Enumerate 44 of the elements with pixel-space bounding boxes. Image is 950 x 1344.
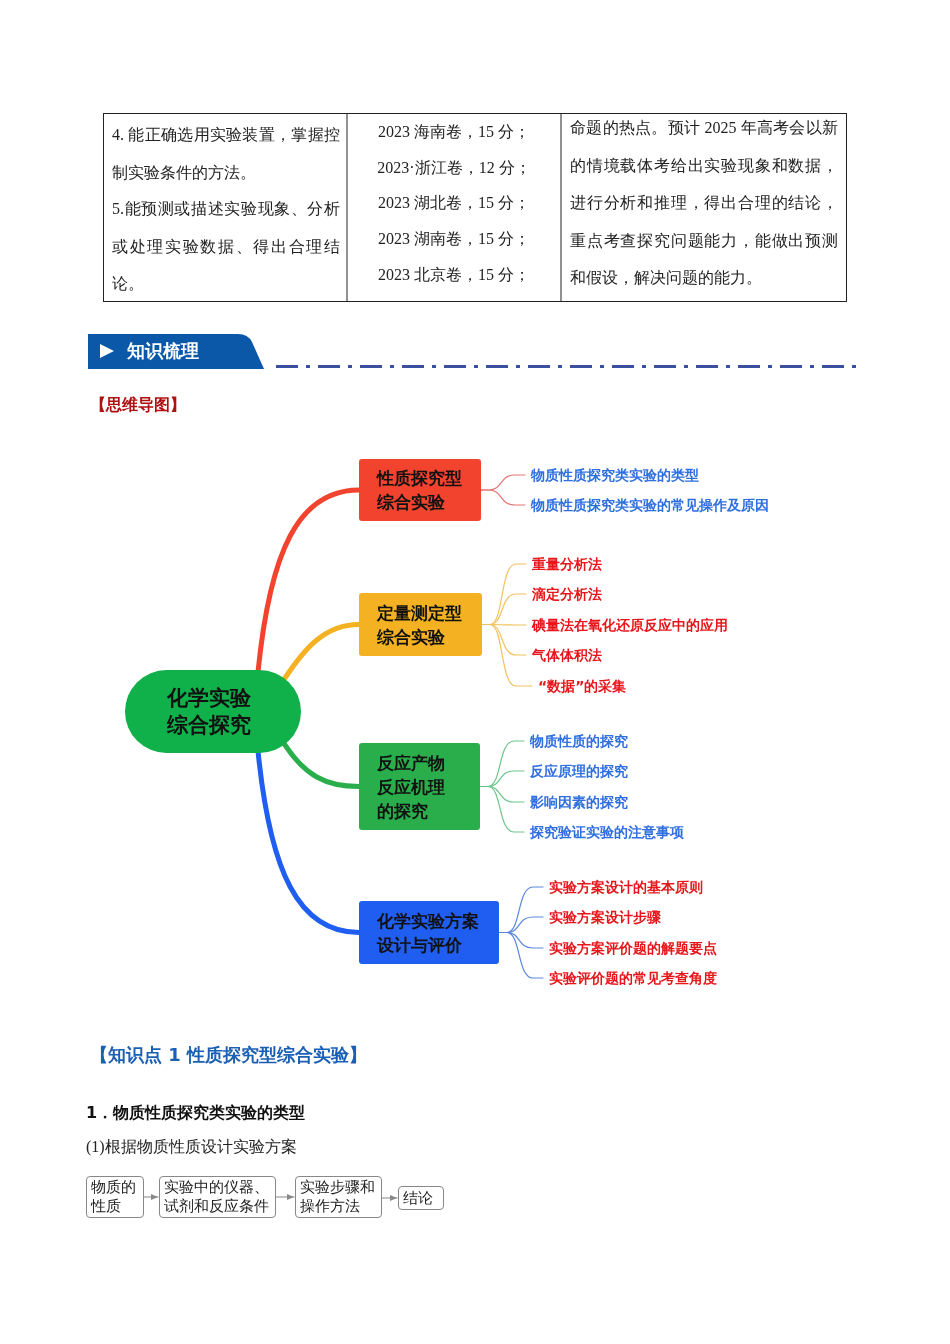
paragraph-text: (1)根据物质性质设计实验方案 (86, 1137, 297, 1158)
branch-box: 化学实验方案设计与评价 (359, 901, 499, 964)
table-cell-text: 2023 海南卷，15 分； (377, 122, 531, 142)
topic-text: 实验评价题的常见考查角度 (549, 968, 717, 988)
branch-box: 定量测定型综合实验 (359, 593, 482, 656)
arrow (275, 1194, 295, 1200)
topic-text: “数据”的采集 (538, 676, 627, 696)
connector (480, 489, 526, 506)
flow-box: 物质的性质 (86, 1176, 144, 1218)
table-cell-text: 命题的热点。预计 2025 年高考会以新的情境载体考给出实验现象和数据，进行分析和推理，得出合理的结论，重点考查探究问题能力，能做出预测和假设，解决问题的能力。 (570, 118, 838, 288)
topic-text: 物质性质探究类实验的常见操作及原因 (531, 495, 769, 515)
flow-box: 实验中的仪器、试剂和反应条件 (159, 1176, 276, 1218)
topic-text: 物质性质探究类实验的类型 (531, 465, 699, 485)
topic-text: 探究验证实验的注意事项 (530, 822, 684, 842)
flow-box: 结论 (398, 1186, 444, 1210)
topic-text: 重量分析法 (532, 554, 602, 574)
topic-text: 实验方案评价题的解题要点 (549, 938, 717, 958)
connector (479, 785, 525, 833)
topic-text: 物质性质的探究 (530, 731, 628, 751)
table-cell-text: 5.能预测或描述实验现象、分析或处理实验数据、得出合理结论。 (112, 199, 340, 294)
connector (481, 623, 533, 687)
branch-box: 反应产物反应机理的探究 (359, 743, 480, 830)
section-banner: 知识梳理 (88, 334, 264, 369)
section-heading: 【知识点 1 性质探究型综合实验】 (90, 1043, 368, 1067)
subheading: 1．物质性质探究类实验的类型 (86, 1103, 306, 1124)
topic-text: 碘量法在氧化还原反应中的应用 (532, 615, 728, 635)
table-cell-text: 2023 北京卷，15 分； (377, 265, 531, 285)
connector (498, 931, 544, 979)
table-cell-text: 2023 湖南卷，15 分； (377, 229, 531, 249)
flow-box: 实验步骤和操作方法 (295, 1176, 382, 1218)
topic-text: 实验方案设计的基本原则 (549, 877, 703, 897)
arrow (143, 1194, 159, 1200)
section-heading: 【思维导图】 (90, 395, 186, 416)
topic-text: 反应原理的探究 (530, 761, 628, 781)
topic-pill: 化学实验综合探究 (125, 670, 301, 753)
topic-text: 实验方案设计步骤 (549, 907, 661, 927)
topic-text: 影响因素的探究 (530, 792, 628, 812)
table-cell-text: 4. 能正确选用实验装置，掌握控制实验条件的方法。 (112, 125, 340, 183)
table-cell-text: 2023·浙江卷，12 分； (376, 158, 532, 178)
branch-box: 性质探究型综合实验 (359, 459, 481, 521)
topic-text: 滴定分析法 (532, 584, 602, 604)
arrow (381, 1195, 398, 1201)
topic-text: 气体体积法 (532, 645, 602, 665)
table-cell-text: 2023 湖北卷，15 分； (377, 193, 531, 213)
